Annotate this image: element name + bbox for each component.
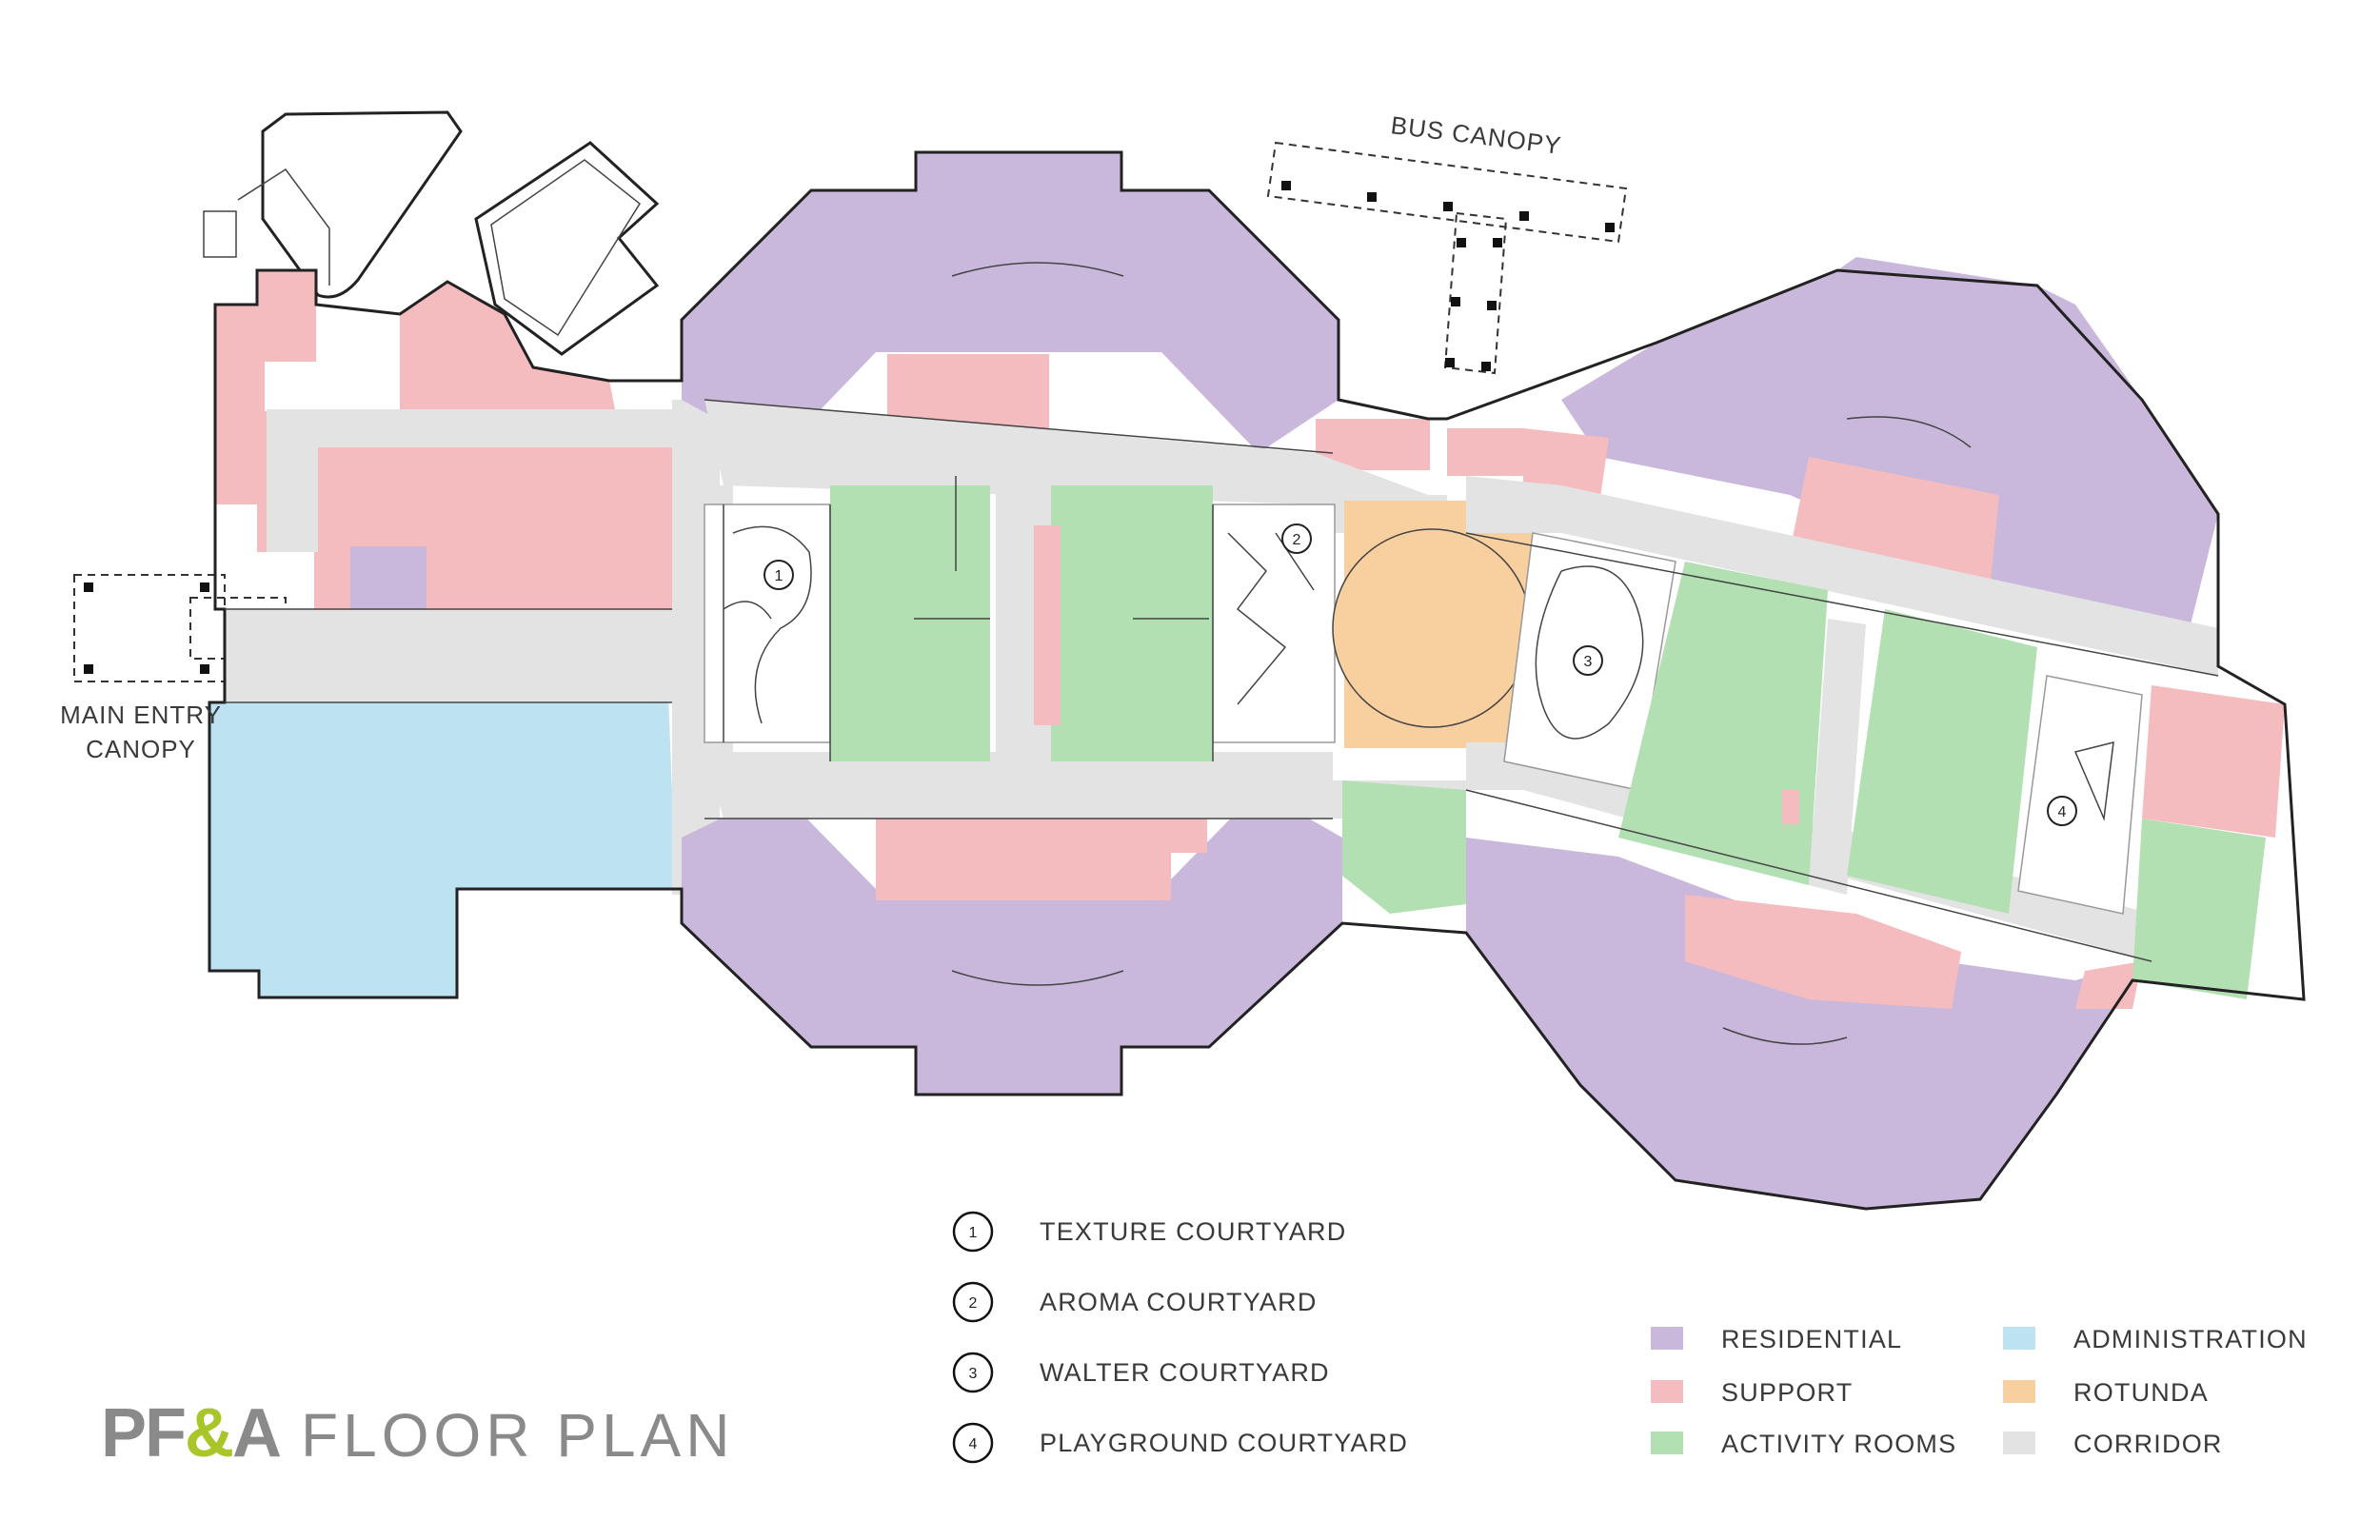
svg-text:1: 1 <box>969 1225 978 1241</box>
legend-item-activity-rooms: ACTIVITY ROOMS <box>1651 1430 1956 1458</box>
svg-text:AROMA COURTYARD: AROMA COURTYARD <box>1040 1288 1318 1316</box>
logo-pf: PF <box>101 1395 185 1471</box>
svg-text:4: 4 <box>2058 804 2067 820</box>
svg-text:SUPPORT: SUPPORT <box>1721 1378 1853 1407</box>
svg-text:2: 2 <box>969 1295 978 1312</box>
logo: PF&A <box>101 1395 281 1471</box>
zone-corridor-west <box>225 400 720 895</box>
logo-ampersand: & <box>185 1395 232 1471</box>
svg-text:CANOPY: CANOPY <box>86 735 196 763</box>
svg-text:3: 3 <box>969 1366 978 1382</box>
svg-text:BUS CANOPY: BUS CANOPY <box>1389 110 1563 160</box>
svg-text:2: 2 <box>1293 532 1301 548</box>
legend-item-rotunda: ROTUNDA <box>2003 1378 2209 1407</box>
svg-text:TEXTURE COURTYARD: TEXTURE COURTYARD <box>1040 1217 1346 1246</box>
courtyard-key: 1 TEXTURE COURTYARD 2 AROMA COURTYARD 3 … <box>952 1211 1408 1464</box>
zone-activity-east <box>1342 562 2285 999</box>
svg-text:PLAYGROUND COURTYARD: PLAYGROUND COURTYARD <box>1040 1429 1408 1457</box>
color-legend: RESIDENTIAL SUPPORT ACTIVITY ROOMS ADMIN… <box>1651 1325 2308 1458</box>
svg-text:ACTIVITY ROOMS: ACTIVITY ROOMS <box>1721 1430 1956 1458</box>
svg-text:4: 4 <box>969 1436 978 1452</box>
page-title: FLOOR PLAN <box>301 1401 734 1470</box>
courtyard-key-item-4: 4 PLAYGROUND COURTYARD <box>952 1422 1408 1464</box>
title-block: PF&A FLOOR PLAN <box>101 1395 734 1471</box>
courtyard-marker-1: 1 <box>764 560 794 590</box>
legend-item-support: SUPPORT <box>1651 1378 1853 1407</box>
courtyard-key-item-3: 3 WALTER COURTYARD <box>952 1352 1330 1393</box>
courtyard-key-item-1: 1 TEXTURE COURTYARD <box>952 1211 1346 1253</box>
courtyard-marker-3: 3 <box>1573 645 1603 676</box>
courtyard-key-item-2: 2 AROMA COURTYARD <box>952 1281 1318 1323</box>
svg-text:WALTER COURTYARD: WALTER COURTYARD <box>1040 1358 1330 1387</box>
zone-residential-east-octagon <box>1447 257 2218 1209</box>
svg-text:CORRIDOR: CORRIDOR <box>2073 1430 2223 1458</box>
courtyard-4-playground <box>2017 675 2143 915</box>
legend-item-administration: ADMINISTRATION <box>2003 1325 2308 1353</box>
zone-rotunda <box>1332 501 1535 748</box>
courtyard-2-aroma <box>1212 503 1336 743</box>
courtyard-1-texture <box>704 503 831 743</box>
courtyard-marker-4: 4 <box>2047 796 2077 826</box>
logo-a: A <box>232 1395 281 1471</box>
bus-canopy-label: BUS CANOPY <box>1389 110 1563 160</box>
svg-text:MAIN ENTRY: MAIN ENTRY <box>60 701 222 729</box>
courtyard-marker-2: 2 <box>1281 523 1312 554</box>
svg-text:1: 1 <box>775 568 783 584</box>
svg-text:RESIDENTIAL: RESIDENTIAL <box>1721 1325 1902 1353</box>
main-entry-canopy-label: MAIN ENTRY CANOPY <box>60 701 222 763</box>
svg-text:ADMINISTRATION: ADMINISTRATION <box>2073 1325 2308 1353</box>
zone-activity-west <box>830 485 1213 761</box>
bus-canopy <box>1266 141 1628 375</box>
legend-item-residential: RESIDENTIAL <box>1651 1325 1902 1353</box>
building-outline <box>208 150 2306 1211</box>
legend-item-corridor: CORRIDOR <box>2003 1430 2223 1458</box>
svg-text:3: 3 <box>1584 654 1593 670</box>
service-area-outline <box>203 110 660 356</box>
svg-text:ROTUNDA: ROTUNDA <box>2073 1378 2209 1407</box>
